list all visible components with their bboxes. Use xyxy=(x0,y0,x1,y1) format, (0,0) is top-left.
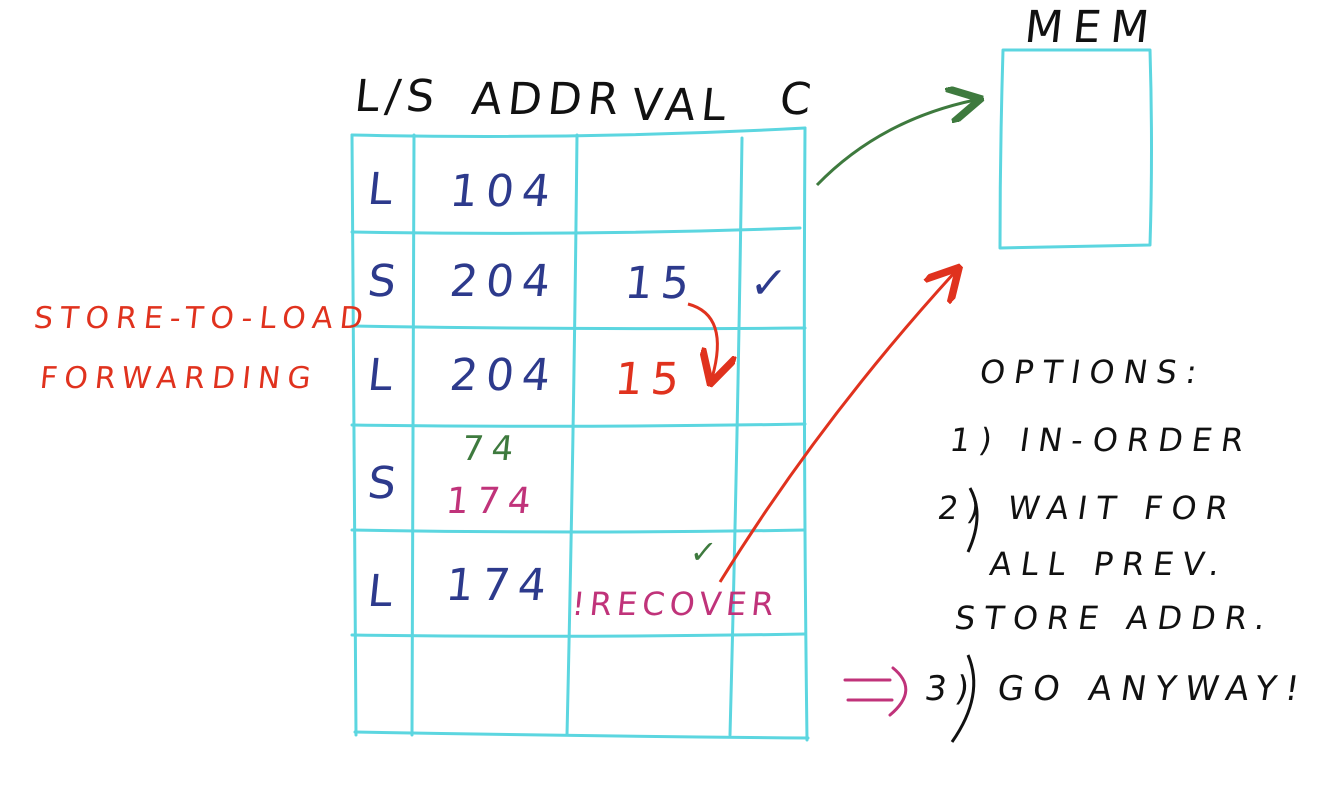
row-1-addr: 104 xyxy=(447,166,561,217)
row-2-val: 15 xyxy=(622,258,700,309)
option-3-marker-icon xyxy=(843,666,908,717)
grid-line xyxy=(565,133,579,737)
row-5-type: L xyxy=(365,566,404,617)
grid-line xyxy=(350,632,807,638)
row-4-addr-new: 174 xyxy=(443,481,541,522)
table-grid xyxy=(350,126,810,742)
memory-box xyxy=(998,48,1153,250)
row-2-type: S xyxy=(365,256,407,307)
forwarding-label-line1: STORE-TO-LOAD xyxy=(32,301,372,336)
row-1-type: L xyxy=(365,164,404,215)
row-3-addr: 204 xyxy=(447,350,561,401)
grid-line-bottom xyxy=(353,730,810,740)
row-5-addr: 174 xyxy=(443,560,557,611)
option-2-line1: 2) WAIT FOR xyxy=(935,489,1240,527)
row-2-addr: 204 xyxy=(447,256,561,307)
store-to-memory-arrow xyxy=(718,272,955,583)
row-3-type: L xyxy=(365,350,404,401)
grid-line xyxy=(350,528,807,534)
forwarding-label-line2: FORWARDING xyxy=(38,361,320,396)
load-to-memory-arrow xyxy=(815,100,975,187)
header-addr: ADDR xyxy=(469,74,628,125)
option-2-line2: ALL PREV. xyxy=(987,545,1232,583)
header-val: VAL xyxy=(629,80,735,131)
option-2-bracket xyxy=(966,487,979,553)
row-3-forwarded-val: 15 xyxy=(612,354,690,405)
header-c: C xyxy=(777,74,820,125)
grid-line-left xyxy=(350,133,358,737)
header-ls: L/S xyxy=(352,71,444,122)
option-3-bracket xyxy=(950,654,976,743)
grid-line xyxy=(410,133,416,737)
grid-line-right xyxy=(802,126,809,742)
grid-line xyxy=(728,136,744,737)
row-2-commit-check: ✓ xyxy=(747,258,798,309)
memory-label: MEM xyxy=(1022,2,1162,53)
row-5-recover: !RECOVER xyxy=(570,585,781,623)
option-2-line3: STORE ADDR. xyxy=(952,599,1277,637)
row-5-check: ✓ xyxy=(688,533,727,571)
row-4-addr-old: 74 xyxy=(459,429,524,469)
option-1: 1) IN-ORDER xyxy=(947,421,1256,459)
grid-line-top xyxy=(350,126,807,138)
row-4-type: S xyxy=(365,458,407,509)
options-title: OPTIONS: xyxy=(977,353,1209,391)
forwarding-arrow xyxy=(687,302,717,378)
grid-line xyxy=(350,324,807,331)
option-3: 3) GO ANYWAY! xyxy=(922,669,1311,709)
